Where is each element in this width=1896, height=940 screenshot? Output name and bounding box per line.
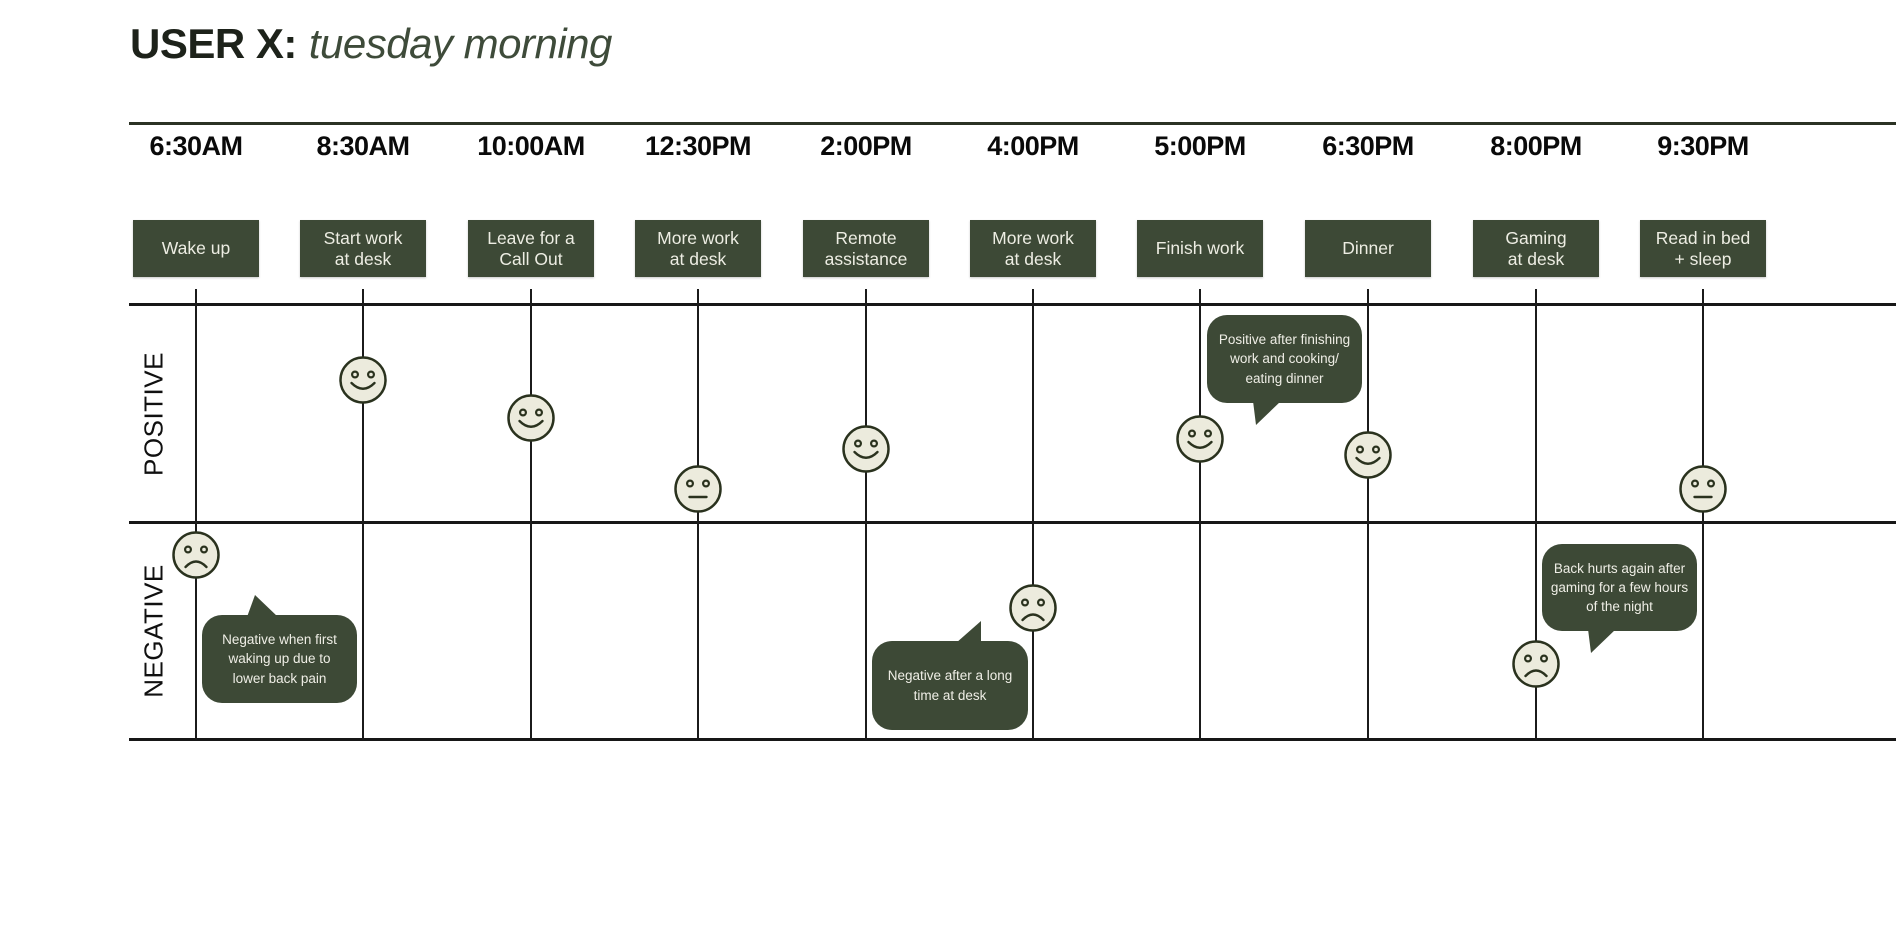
annotation-bubble: Negative after a long time at desk	[872, 621, 1028, 730]
activity-label: Gaming at desk	[1473, 220, 1599, 277]
mood-face-smile-icon	[339, 356, 387, 404]
time-label: 5:00PM	[1154, 131, 1246, 161]
annotation-text: Back hurts again after gaming for a few …	[1550, 560, 1689, 615]
bubble-tail-icon	[1253, 401, 1281, 425]
time-label: 12:30PM	[644, 131, 752, 161]
annotation-text: Negative when first waking up due to low…	[222, 632, 337, 686]
negative-axis-label: NEGATIVE	[138, 564, 169, 698]
activity-label: Wake up	[133, 220, 259, 277]
column-line	[1367, 289, 1369, 740]
bubble-tail-icon	[1588, 629, 1616, 653]
chart-middle-line	[129, 521, 1896, 524]
time-label: 8:00PM	[1490, 131, 1582, 161]
column-line	[1199, 289, 1201, 740]
mood-face-smile-icon	[1344, 431, 1392, 479]
annotation-bubble: Positive after finishing work and cookin…	[1207, 315, 1362, 425]
activity-label: More work at desk	[970, 220, 1096, 277]
activity-label: Dinner	[1305, 220, 1431, 277]
chart-bottom-line	[129, 738, 1896, 741]
page-title-subtitle: tuesday morning	[308, 20, 613, 67]
mood-face-smile-icon	[1176, 415, 1224, 463]
bubble-tail-icon	[956, 621, 981, 643]
annotation-text: Positive after finishing work and cookin…	[1218, 332, 1351, 386]
chart-top-line	[129, 303, 1896, 306]
time-label: 2:00PM	[820, 131, 912, 161]
mood-face-sad-icon	[172, 531, 220, 579]
time-label: 9:30PM	[1657, 131, 1749, 161]
activity-label: Start work at desk	[300, 220, 426, 277]
column-line	[362, 289, 364, 740]
time-label: 10:00AM	[477, 131, 585, 161]
annotation-bubble: Back hurts again after gaming for a few …	[1542, 544, 1697, 653]
time-label: 4:00PM	[987, 131, 1079, 161]
mood-face-neutral-icon	[674, 465, 722, 513]
column-line	[1535, 289, 1537, 740]
bubble-tail-icon	[247, 595, 278, 617]
annotation-bubble: Negative when first waking up due to low…	[202, 595, 357, 703]
activity-label: More work at desk	[635, 220, 761, 277]
column-line	[1032, 289, 1034, 740]
column-line	[865, 289, 867, 740]
mood-face-smile-icon	[507, 394, 555, 442]
column-line	[1702, 289, 1704, 740]
mood-face-sad-icon	[1009, 584, 1057, 632]
annotation-text: Negative after a long time at desk	[887, 668, 1013, 703]
title-divider	[129, 122, 1896, 125]
activity-label: Finish work	[1137, 220, 1263, 277]
positive-axis-label: POSITIVE	[138, 352, 169, 476]
mood-face-neutral-icon	[1679, 465, 1727, 513]
column-line	[530, 289, 532, 740]
time-label: 6:30AM	[149, 131, 243, 161]
activity-label: Read in bed + sleep	[1640, 220, 1766, 277]
column-line	[697, 289, 699, 740]
time-label: 8:30AM	[316, 131, 410, 161]
column-line	[195, 289, 197, 740]
mood-face-sad-icon	[1512, 640, 1560, 688]
activity-label: Leave for a Call Out	[468, 220, 594, 277]
page-title-user: USER X:	[130, 20, 297, 67]
time-label: 6:30PM	[1322, 131, 1414, 161]
activity-label: Remote assistance	[803, 220, 929, 277]
mood-face-smile-icon	[842, 425, 890, 473]
page-title: USER X:tuesday morning	[130, 20, 612, 68]
